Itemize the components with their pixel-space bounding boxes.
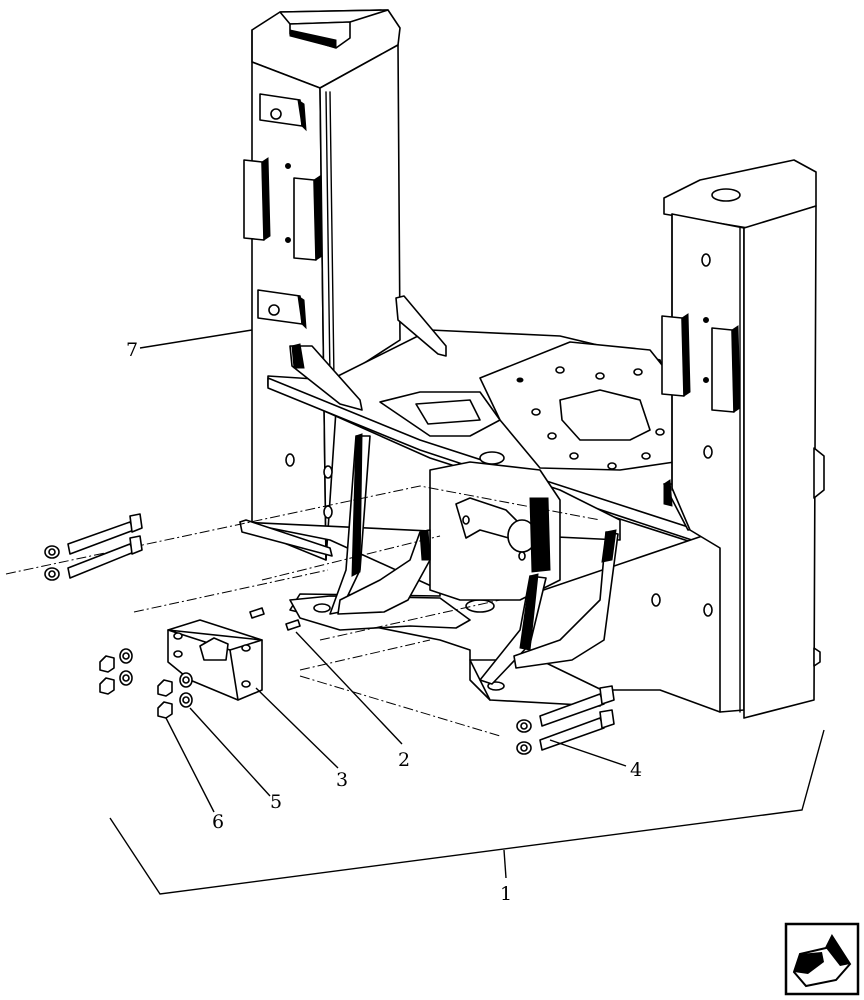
callout-5: 5 — [270, 791, 282, 813]
base-plate — [239, 433, 741, 713]
callout-6: 6 — [212, 811, 224, 833]
bolts-left — [44, 513, 143, 581]
cap-block — [167, 619, 263, 701]
callout-2: 2 — [398, 749, 410, 771]
callout-7: 7 — [126, 339, 138, 361]
callout-3: 3 — [336, 769, 348, 791]
callout-1: 1 — [500, 883, 512, 905]
callout-4: 4 — [630, 759, 642, 781]
assembly-lines — [5, 485, 601, 737]
left-tower — [243, 9, 401, 561]
dowel-pins — [249, 607, 301, 631]
next-page-arrow-icon[interactable] — [784, 922, 860, 996]
nuts-washers — [99, 648, 193, 719]
right-tower — [651, 159, 825, 719]
callout-leaders — [109, 329, 825, 895]
